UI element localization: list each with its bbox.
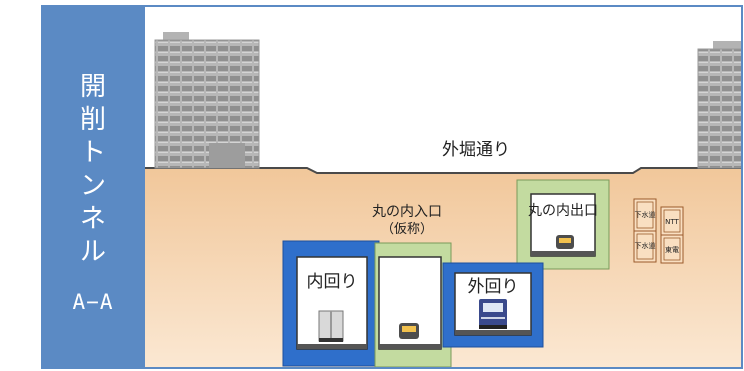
entry-ramp-label-line2: （仮称） [381,222,433,237]
cross-section-svg: 外堀通り 丸の内出口 丸の内入口 （仮称） 内回り [145,5,743,369]
vertical-title: 開 削 ト ン ネ ル [41,71,145,269]
car-icon [399,323,419,339]
ground-surface-line [145,167,743,174]
left-building [154,32,260,169]
utility-boxes: 下水道 下水道 NTT 東電 [633,198,684,264]
car-icon [556,235,574,249]
title-char: 開 [79,72,106,102]
right-building [697,41,743,169]
utility-label: 下水道 [635,241,656,250]
entry-ramp-structure [374,242,452,368]
street-label: 外堀通り [442,140,510,160]
truck-icon [479,299,507,329]
exit-ramp-label: 丸の内出口 [528,203,598,219]
outer-loop-label: 外回り [468,277,519,297]
diagram-frame: 開 削 ト ン ネ ル A−A [41,5,743,369]
inner-loop-label: 内回り [307,272,358,292]
exit-ramp-structure: 丸の内出口 [516,179,610,270]
title-char: ネ [79,204,106,234]
sidebar-panel: 開 削 ト ン ネ ル A−A [41,5,145,369]
entry-ramp-label-line1: 丸の内入口 [372,204,442,220]
title-char: ト [79,138,106,168]
title-char: 削 [79,105,106,135]
utility-label: NTT [665,218,679,226]
outer-loop-tunnel: 外回り [442,262,544,348]
inner-loop-tunnel: 内回り [282,240,380,367]
title-char: ル [79,237,106,267]
utility-label: 東電 [665,245,679,254]
cross-section-scene: 外堀通り 丸の内出口 丸の内入口 （仮称） 内回り [145,5,743,369]
utility-label: 下水道 [635,210,656,219]
section-label: A−A [72,290,114,314]
truck-icon [318,310,344,342]
title-char: ン [79,171,106,201]
